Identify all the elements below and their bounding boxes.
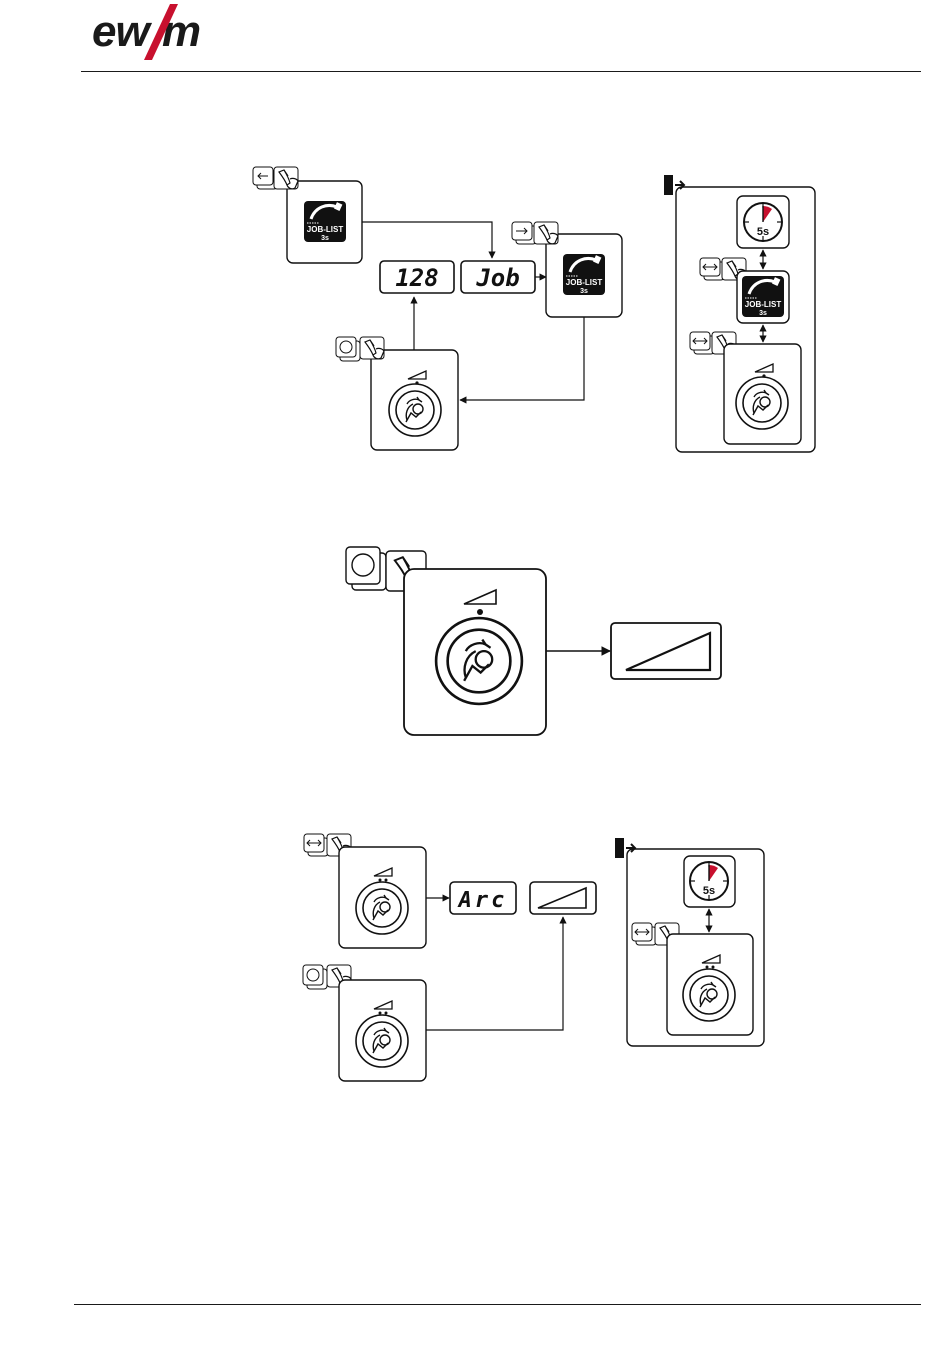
timer-box: 5s — [684, 856, 735, 907]
ramp-display-small — [530, 882, 596, 914]
control-knob-icon[interactable] — [683, 969, 735, 1021]
lcd-display-arc: Arc — [450, 882, 516, 914]
control-knob-icon[interactable] — [356, 1015, 408, 1067]
display-arc-text: Arc — [457, 888, 508, 913]
figure-arc-setting: Arc 5s — [0, 0, 950, 1100]
timer-label: 5s — [703, 885, 715, 897]
control-knob-icon[interactable] — [356, 882, 408, 934]
knob-panel-top — [304, 834, 426, 948]
knob-panel-bottom — [303, 965, 426, 1081]
exit-panel: 5s — [615, 838, 764, 1046]
footer-rule — [74, 1304, 921, 1305]
